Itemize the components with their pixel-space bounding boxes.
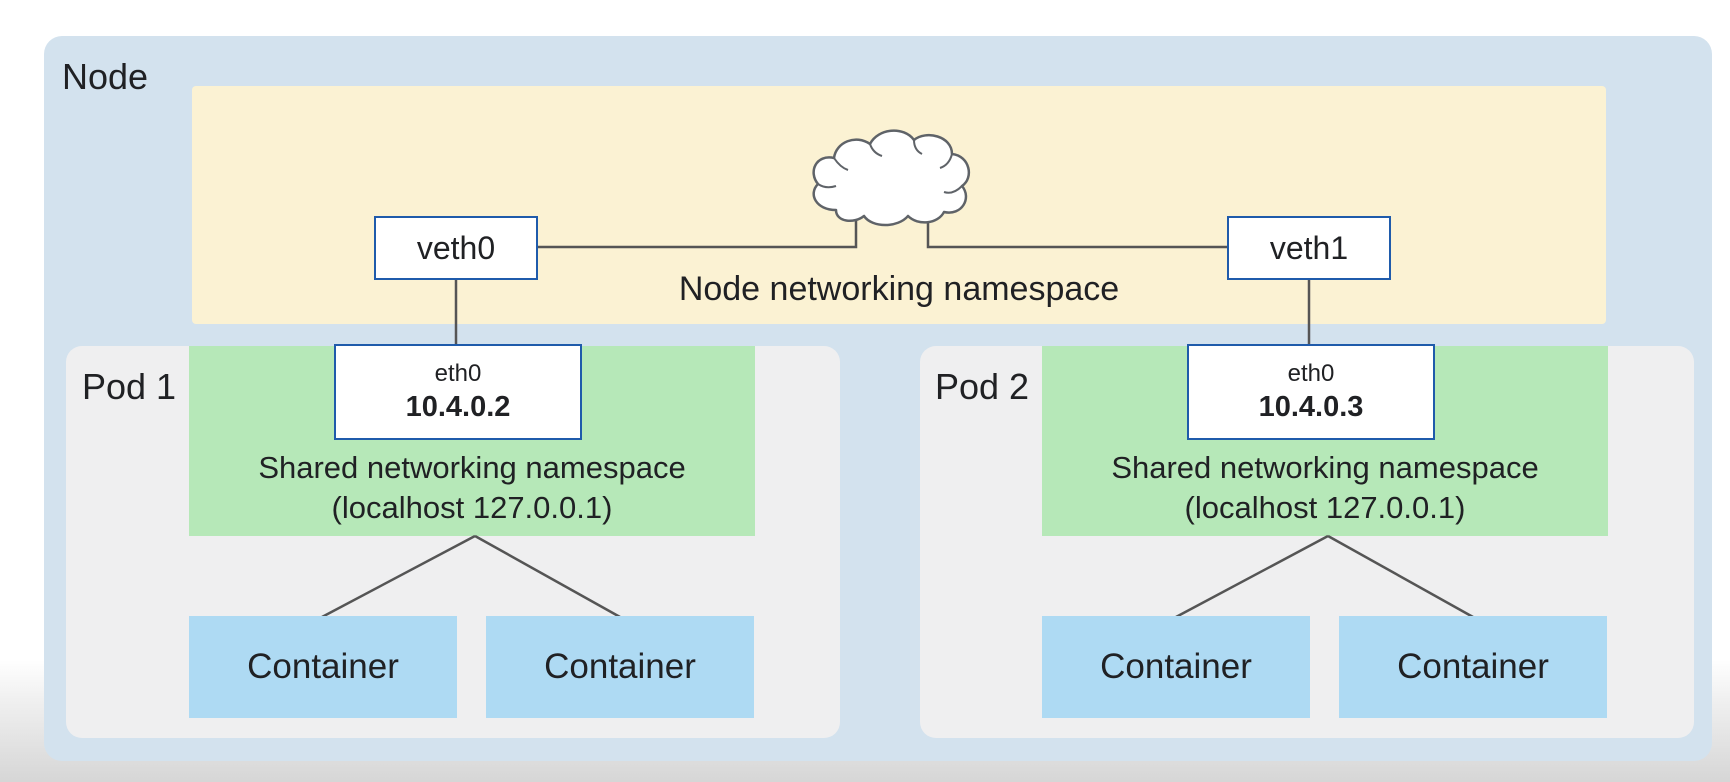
container-label: Container [544, 647, 696, 686]
veth0-label: veth0 [416, 229, 496, 266]
pod-1-shared-namespace-line1: Shared networking namespace [258, 450, 686, 485]
container-label: Container [1397, 647, 1549, 686]
pod-1-eth-name: eth0 [434, 360, 482, 387]
node-networking-namespace-label: Node networking namespace [678, 270, 1120, 308]
pod-2-container-1: Container [1042, 616, 1310, 718]
container-label: Container [247, 647, 399, 686]
pod-1-shared-namespace-label: Shared networking namespace (localhost 1… [189, 448, 755, 528]
container-label: Container [1100, 647, 1252, 686]
pod-1-eth0-interface: eth0 10.4.0.2 [334, 344, 582, 440]
pod-2-shared-namespace-label: Shared networking namespace (localhost 1… [1042, 448, 1608, 528]
pod-1-shared-namespace-line2: (localhost 127.0.0.1) [331, 490, 613, 525]
pod-1-label: Pod 1 [82, 366, 177, 407]
pod-2-eth0-interface: eth0 10.4.0.3 [1187, 344, 1435, 440]
pod-2-eth-ip: 10.4.0.3 [1258, 391, 1364, 423]
cloud-icon [812, 129, 971, 227]
pod-1-eth-ip: 10.4.0.2 [405, 391, 511, 423]
veth0-interface: veth0 [374, 216, 538, 280]
pod-2-eth-name: eth0 [1287, 360, 1335, 387]
veth1-label: veth1 [1269, 229, 1349, 266]
pod-2-container-2: Container [1339, 616, 1607, 718]
pod-2-shared-namespace-line1: Shared networking namespace [1111, 450, 1539, 485]
pod-2-label: Pod 2 [935, 366, 1030, 407]
pod-1-container-2: Container [486, 616, 754, 718]
pod-1-container-1: Container [189, 616, 457, 718]
veth1-interface: veth1 [1227, 216, 1391, 280]
node-label: Node [62, 56, 149, 97]
pod-2-shared-namespace-line2: (localhost 127.0.0.1) [1184, 490, 1466, 525]
